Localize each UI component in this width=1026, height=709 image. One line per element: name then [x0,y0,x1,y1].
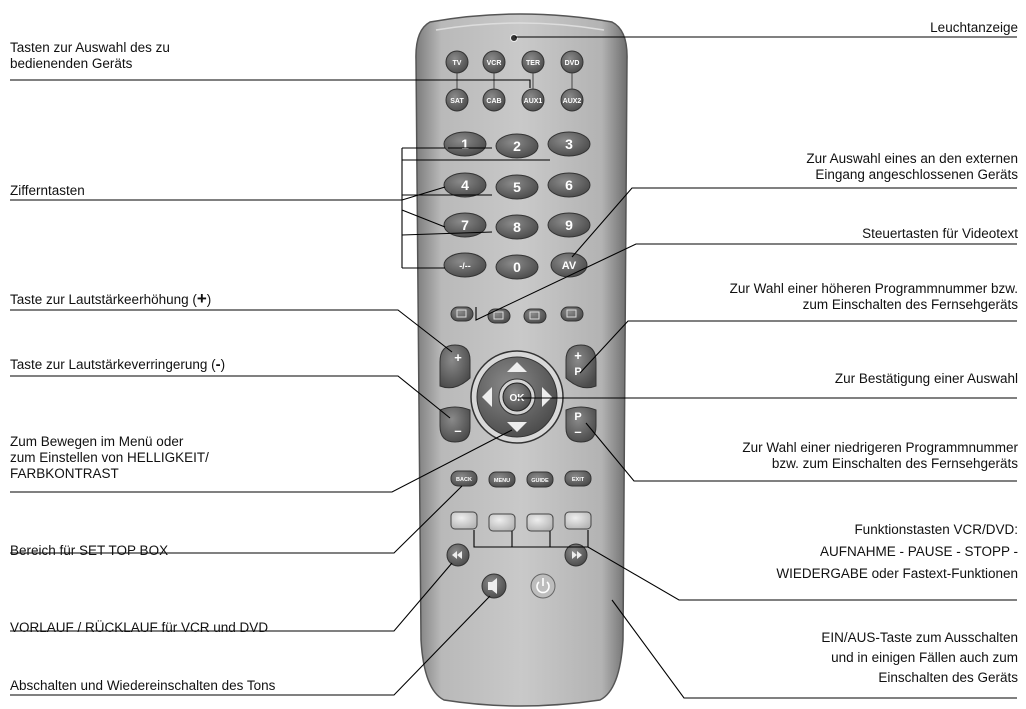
label-av-input: Zur Auswahl eines an den externen Eingan… [806,151,1018,182]
key-7: 7 [461,217,469,233]
line-av [571,187,1017,258]
menu-keys [450,470,592,488]
label-prog-up: Zur Wahl einer höheren Programmnummer bz… [729,281,1018,312]
line-ff-rew [10,562,453,632]
label-function-keys: Funktionstasten VCR/DVD: AUFNAHME - PAUS… [776,522,1018,581]
label-device-select: Tasten zur Auswahl des zu bedienenden Ge… [10,40,170,71]
line-power [611,599,1017,699]
line-mute [10,595,491,696]
key-8: 8 [513,219,521,235]
led-indicator [510,34,518,42]
device-keys [445,50,584,112]
prog-plus: + [574,348,582,363]
nav-ring [470,350,564,444]
line-digit-fan-7b [401,209,446,228]
label-volume-down: Taste zur Lautstärkeverringerung (-) [10,356,226,373]
key-9: 9 [565,217,573,233]
label-stb: Bereich für SET TOP BOX [10,543,169,558]
key-4: 4 [461,177,469,193]
label-power: EIN/AUS-Taste zum Ausschalten und in ein… [821,630,1018,685]
digit-keys [443,131,591,280]
label-prog-down: Zur Wahl einer niedrigeren Programmnumme… [742,440,1018,471]
label-mute: Abschalten und Wiedereinschalten des Ton… [10,678,276,693]
key-aux2: AUX2 [563,98,582,105]
teletext-keys [450,306,584,324]
label-volume-up: Taste zur Lautstärkeerhöhung (+) [10,289,212,308]
label-led: Leuchtanzeige [930,20,1018,35]
prog-minus: – [574,424,581,439]
line-menu-nav [10,429,513,493]
label-ff-rew: VORLAUF / RÜCKLAUF für VCR und DVD [10,620,269,635]
key-av: AV [562,260,577,272]
key-ter: TER [526,60,540,67]
key-2: 2 [513,138,521,154]
key-guide: GUIDE [531,478,549,484]
key-exit: EXIT [572,477,585,483]
line-volume-up [10,309,453,353]
function-keys [450,511,592,532]
prog-p-up: P [574,366,581,378]
line-digit-fan-8 [401,231,493,236]
key-back: BACK [456,477,472,483]
line-prog-up [579,320,1017,374]
label-ok-confirm: Zur Bestätigung einer Auswahl [834,371,1018,386]
prog-p-down: P [574,411,581,423]
key-menu: MENU [494,478,510,484]
line-stb [10,485,463,554]
key-tv: TV [453,60,462,67]
key-dash: -/-- [459,261,471,271]
vol-plus: + [454,350,462,365]
key-6: 6 [565,177,573,193]
line-device-select [10,79,531,88]
line-volume-down [10,375,451,419]
key-5: 5 [513,179,521,195]
line-digit-fan-4 [401,186,446,201]
key-0: 0 [513,259,521,275]
label-menu-nav: Zum Bewegen im Menü oder zum Einstellen … [10,434,209,481]
rew-ff-keys [446,543,588,567]
key-sat: SAT [450,98,464,105]
key-3: 3 [565,136,573,152]
mute-power-keys [481,573,556,599]
label-teletext: Steuertasten für Videotext [862,226,1018,241]
label-number-keys: Zifferntasten [10,183,85,198]
key-aux1: AUX1 [524,98,543,105]
key-1: 1 [461,136,469,152]
key-dvd: DVD [565,60,580,67]
line-prog-down [585,422,1017,482]
line-teletext [475,243,1017,321]
key-cab: CAB [486,98,501,105]
key-vcr: VCR [487,60,502,67]
vol-minus: – [454,423,461,438]
